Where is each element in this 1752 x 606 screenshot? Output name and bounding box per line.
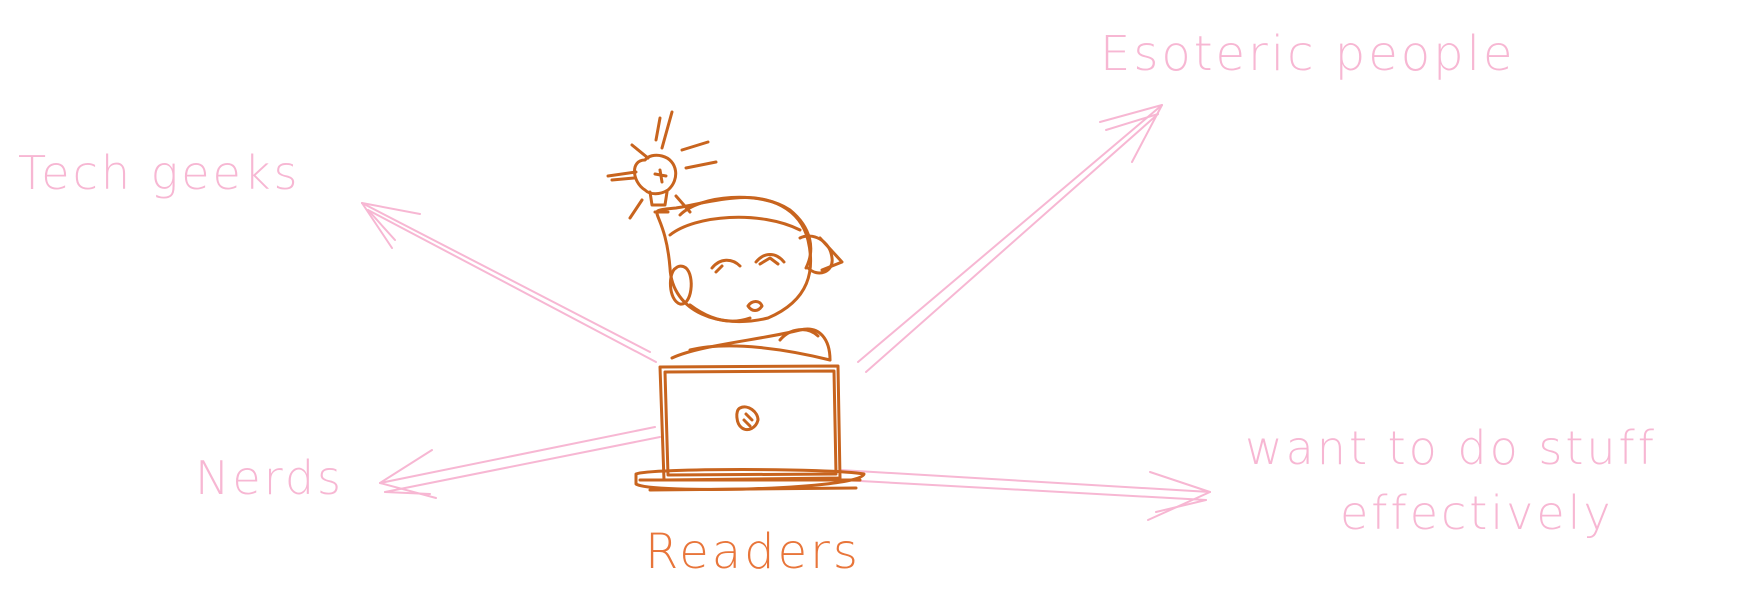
person-at-laptop-with-lightbulb-icon [606, 110, 866, 492]
lightbulb-icon [606, 110, 718, 220]
label-effectively-line1: want to do stuff [1245, 421, 1657, 475]
arrow-to-tech-geeks [361, 202, 657, 363]
label-effectively-line2: effectively [1340, 486, 1614, 540]
label-nerds: Nerds [195, 451, 344, 505]
label-tech-geeks: Tech geeks [18, 146, 301, 200]
label-readers: Readers [645, 524, 861, 580]
arrow-to-nerds [379, 426, 661, 499]
arrow-to-esoteric-people [857, 104, 1163, 373]
arrow-to-effectively [839, 469, 1211, 521]
label-esoteric-people: Esoteric people [1100, 26, 1516, 82]
